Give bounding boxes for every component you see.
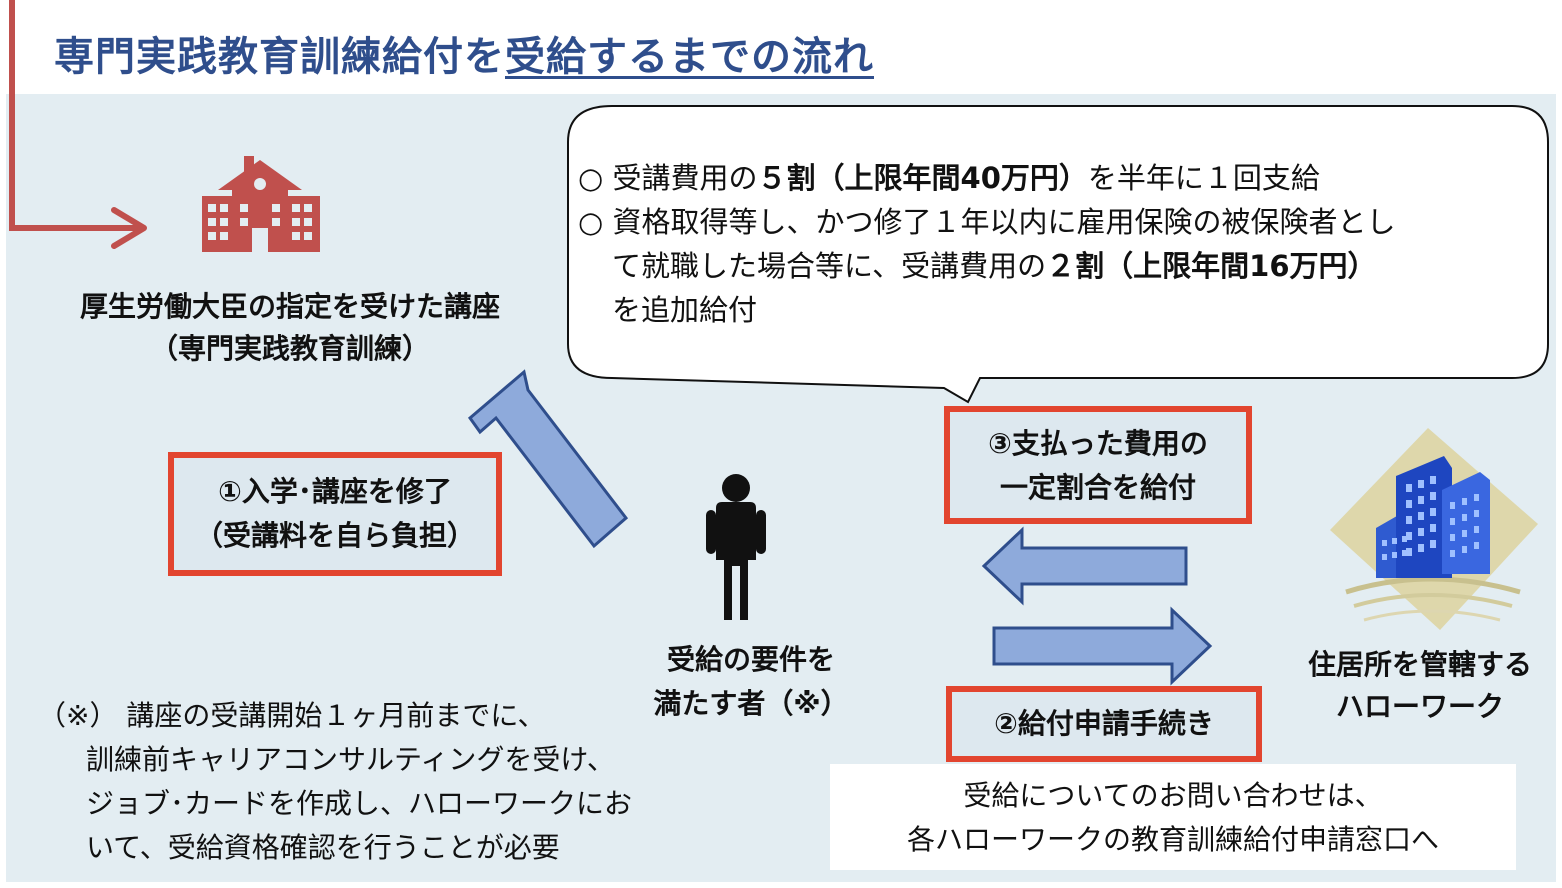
page-title-underlined: 受給するまでの流れ (505, 34, 874, 80)
hellowork-label-line1: 住居所を管轄する (1307, 648, 1532, 681)
application-arrow (992, 606, 1213, 686)
callout-bubble (567, 105, 1549, 404)
callout-item-2-line2: て就職した場合等に、受講費用の２割（上限年間16万円） (578, 244, 1546, 288)
person-label-line2: 満たす者（※） (653, 687, 849, 720)
office-building-icon (1330, 428, 1538, 630)
callout-item-1-post: を半年に１回支給 (1087, 161, 1320, 195)
callout-item-2-line1: ○ 資格取得等し、かつ修了１年以内に雇用保険の被保険者とし (578, 205, 1396, 239)
institution-label: 厚生労働大臣の指定を受けた講座 （専門実践教育訓練） (20, 286, 560, 370)
footnote-line4: いて、受給資格確認を行うことが必要 (86, 831, 560, 864)
step2-label: ②給付申請手続き (994, 707, 1214, 740)
step3-label-line2: 一定割合を給付 (999, 471, 1196, 504)
step2-box: ②給付申請手続き (946, 686, 1262, 762)
inquiry-line1: 受給についてのお問い合わせは、 (963, 779, 1383, 812)
page-title: 専門実践教育訓練給付を受給するまでの流れ (54, 24, 874, 82)
footnote-line1: （※） 講座の受講開始１ヶ月前までに、 (38, 699, 546, 732)
footnote: （※） 講座の受講開始１ヶ月前までに、 訓練前キャリアコンサルティングを受け、 … (38, 694, 638, 870)
inquiry-box: 受給についてのお問い合わせは、 各ハローワークの教育訓練給付申請窓口へ (830, 764, 1516, 870)
payment-arrow (981, 526, 1188, 606)
footnote-line3: ジョブ･カードを作成し、ハローワークにお (86, 787, 633, 820)
school-building-icon (202, 156, 320, 252)
step3-label-line1: ③支払った費用の (988, 427, 1208, 460)
inquiry-text: 受給についてのお問い合わせは、 各ハローワークの教育訓練給付申請窓口へ (830, 764, 1516, 862)
title-bar: 専門実践教育訓練給付を受給するまでの流れ (0, 0, 1562, 92)
step3-box: ③支払った費用の 一定割合を給付 (944, 406, 1252, 524)
callout-item-1-pre: ○ 受講費用の (578, 161, 758, 195)
inquiry-line2: 各ハローワークの教育訓練給付申請窓口へ (906, 823, 1439, 856)
person-label-line1: 受給の要件を (666, 643, 835, 676)
page-title-main: 専門実践教育訓練給付を (54, 34, 505, 80)
callout-item-1-bold: ５割（上限年間40万円） (757, 161, 1088, 195)
step3-label: ③支払った費用の 一定割合を給付 (950, 412, 1246, 510)
callout-item-2-line2-bold: ２割（上限年間16万円） (1046, 249, 1377, 283)
step1-label: ①入学･講座を修了 （受講料を自ら負担） (174, 458, 496, 558)
institution-label-line2: （専門実践教育訓練） (149, 332, 430, 365)
callout-text: ○ 受講費用の５割（上限年間40万円）を半年に１回支給 ○ 資格取得等し、かつ修… (578, 156, 1546, 332)
hellowork-label: 住居所を管轄する ハローワーク (1282, 644, 1558, 728)
callout-item-2-line2-pre: て就職した場合等に、受講費用の (612, 249, 1047, 283)
enroll-arrow (467, 369, 629, 549)
callout-item-2-line3: を追加給付 (612, 293, 758, 327)
hellowork-label-line2: ハローワーク (1335, 690, 1504, 723)
step1-label-line1: ①入学･講座を修了 (218, 475, 452, 508)
footnote-line2: 訓練前キャリアコンサルティングを受け、 (86, 743, 615, 776)
person-label: 受給の要件を 満たす者（※） (626, 638, 876, 726)
person-icon (706, 474, 766, 620)
entry-flow-arrow (9, 0, 147, 249)
step1-box: ①入学･講座を修了 （受講料を自ら負担） (168, 452, 502, 576)
step1-label-line2: （受講料を自ら負担） (194, 519, 475, 552)
institution-label-line1: 厚生労働大臣の指定を受けた講座 (79, 290, 500, 323)
callout-item-1: ○ 受講費用の５割（上限年間40万円）を半年に１回支給 (578, 156, 1546, 200)
